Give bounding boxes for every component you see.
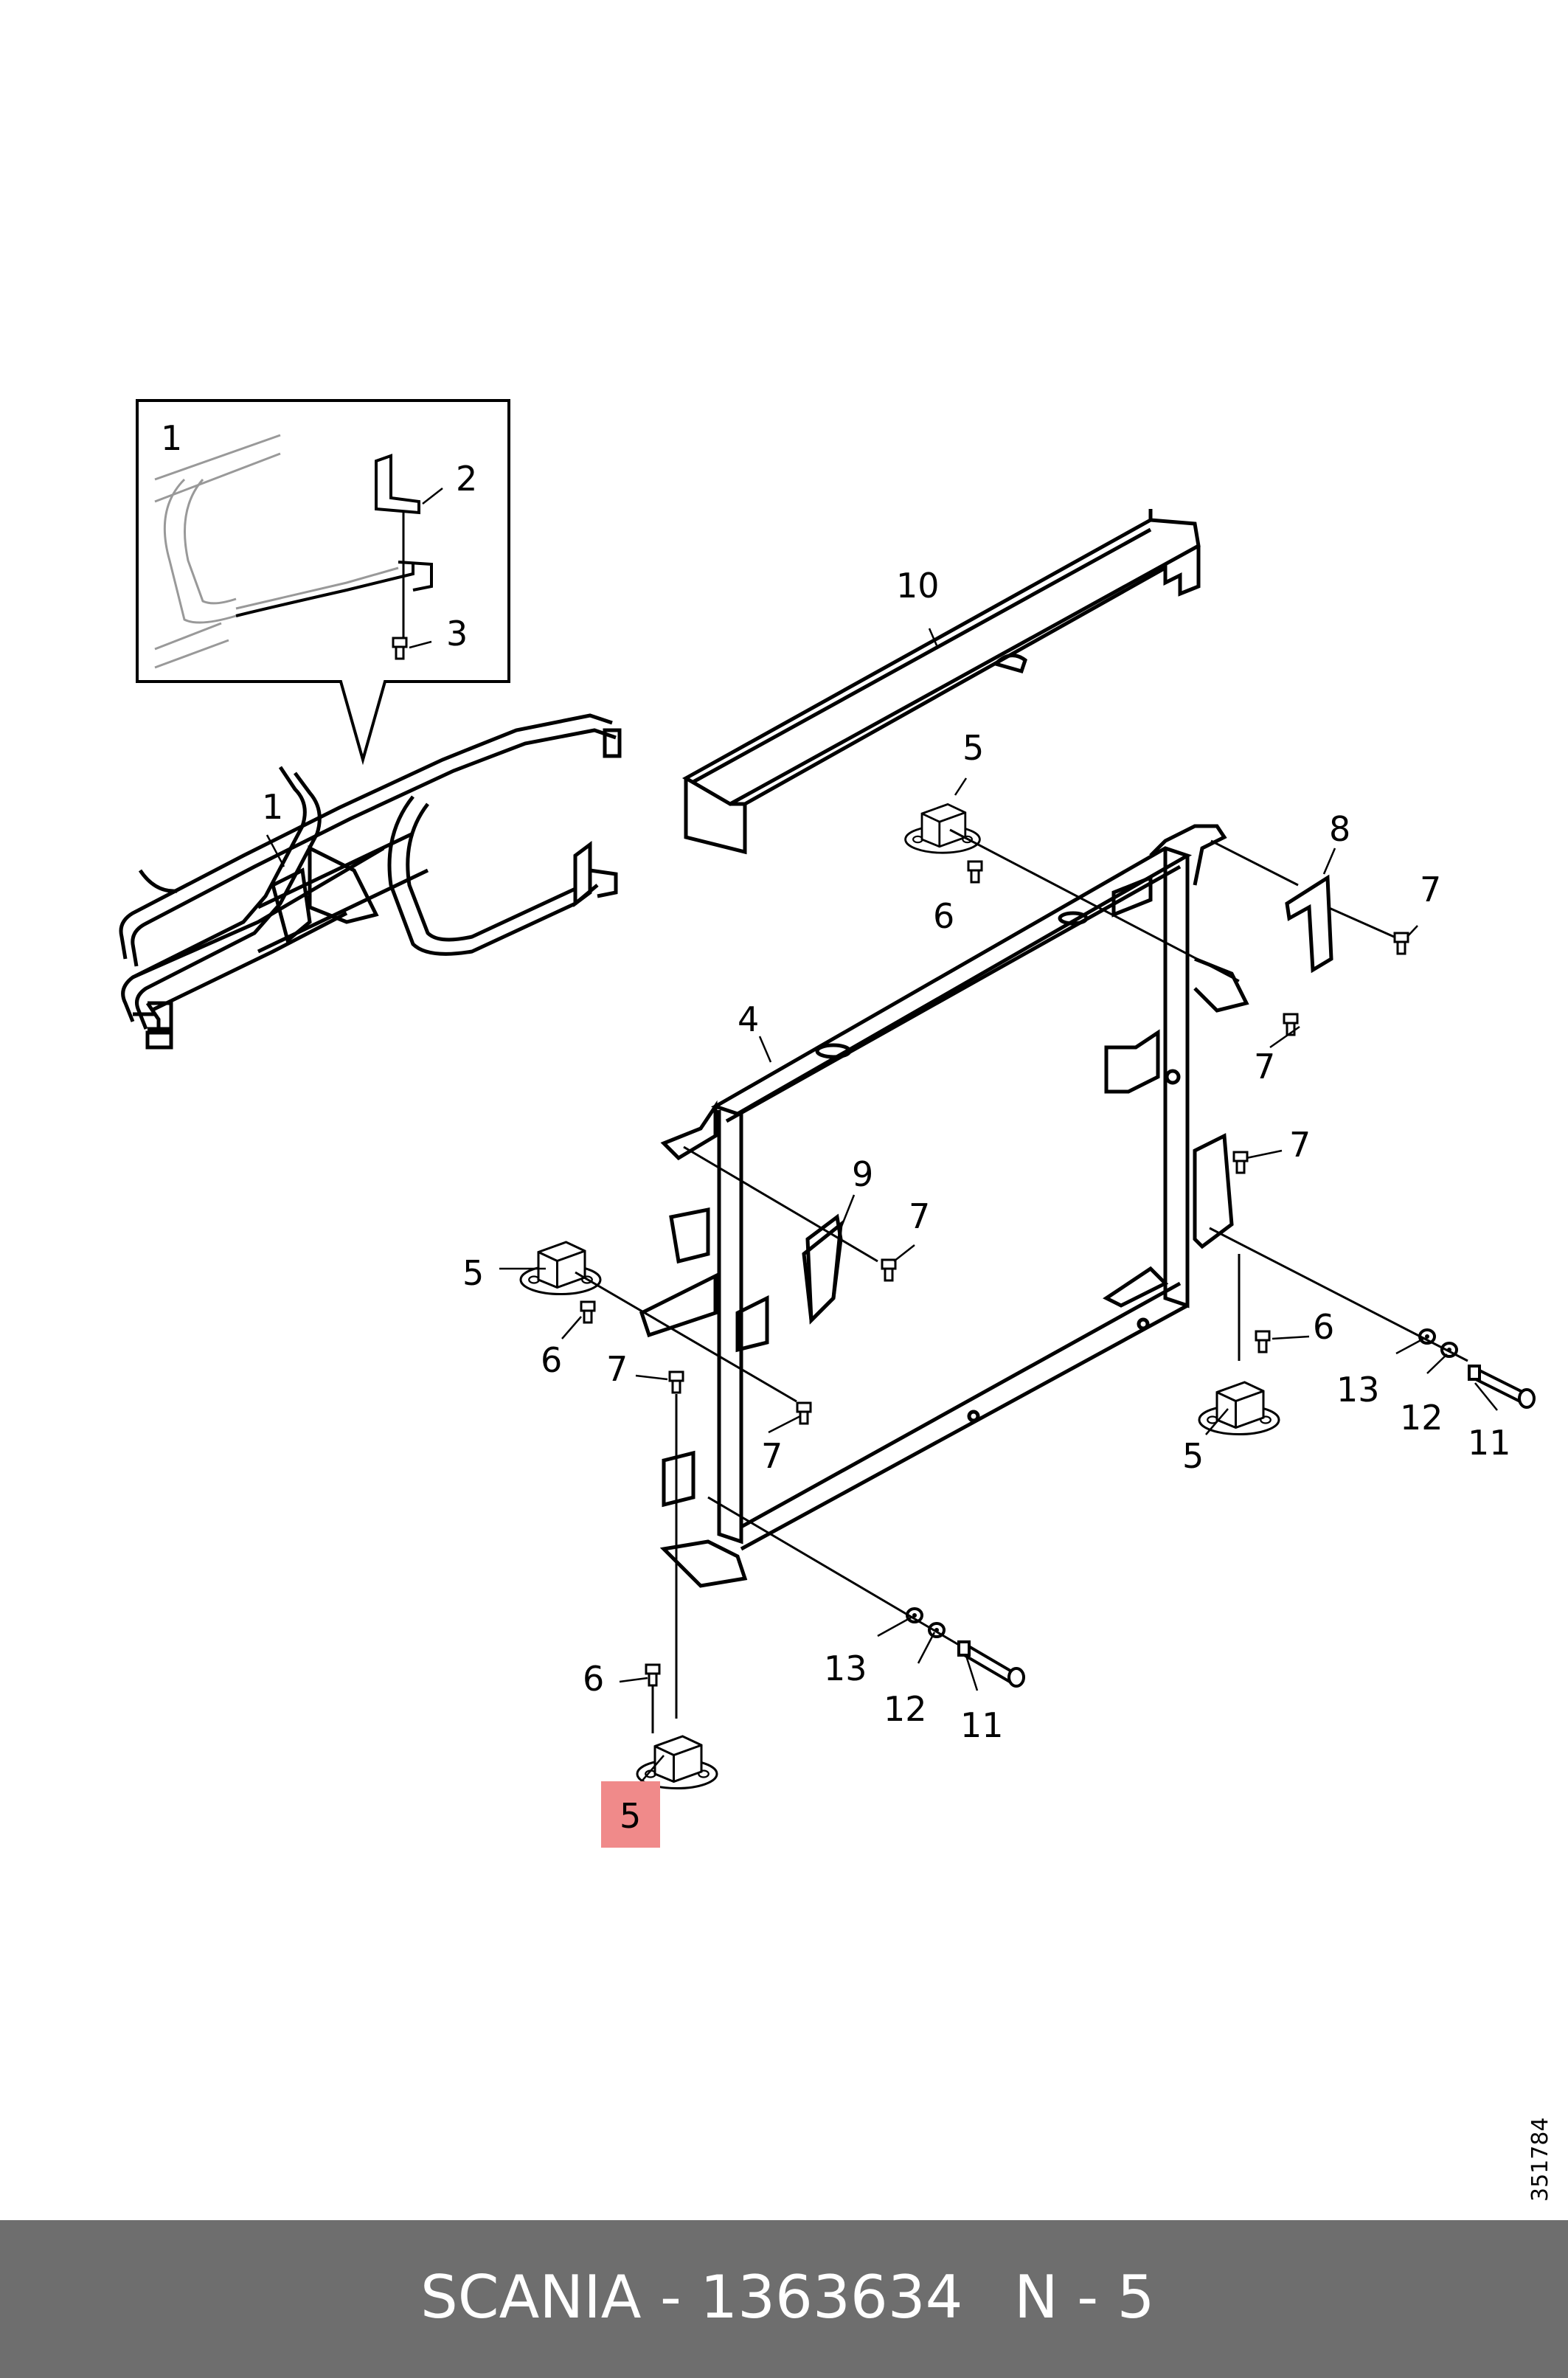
label-inset-1: 1 (161, 418, 182, 458)
label-beam-10: 10 (896, 566, 940, 606)
radiator-frame-4 (639, 824, 1249, 1588)
label-washer-12-right: 12 (1400, 1398, 1443, 1438)
label-mount-5-left: 5 (462, 1253, 484, 1293)
bolt-6-left (580, 1300, 596, 1324)
bolt-6-top (967, 860, 983, 884)
label-bolt-7-b: 7 (1254, 1047, 1275, 1086)
label-mount-5-right: 5 (1182, 1436, 1204, 1476)
position-code: N - 5 (1014, 2263, 1155, 2332)
beam-10 (681, 509, 1201, 855)
bracket-8 (1285, 874, 1333, 974)
label-bracket-9: 9 (852, 1154, 873, 1194)
label-inset-3: 3 (446, 614, 468, 654)
inset-box (136, 399, 510, 766)
bracket-9 (805, 1213, 843, 1325)
label-bolt-6-right: 6 (1313, 1307, 1334, 1347)
label-washer-13-bottom: 13 (824, 1649, 867, 1688)
bolt-7-f (796, 1401, 812, 1425)
label-bolt-11-bottom: 11 (960, 1705, 1004, 1745)
parts-diagram: 1 2 3 1 10 5 6 8 7 4 7 7 9 7 5 6 7 7 6 1… (119, 399, 1553, 2202)
label-bolt-6-left: 6 (541, 1340, 562, 1380)
bolt-7-e (668, 1370, 684, 1394)
label-bolt-7-f: 7 (761, 1436, 783, 1476)
label-washer-13-right: 13 (1336, 1370, 1380, 1410)
label-bolt-11-right: 11 (1468, 1423, 1511, 1463)
bolt-group (580, 860, 1409, 1687)
footer-bar: SCANIA - 1363634 N - 5 (0, 2220, 1568, 2378)
callout-labels: 1 2 3 1 10 5 6 8 7 4 7 7 9 7 5 6 7 7 6 1… (161, 418, 1553, 2202)
label-frame-1: 1 (262, 787, 283, 827)
label-inset-2: 2 (456, 459, 477, 499)
leader-lines (575, 828, 1468, 1733)
bolt-7-d (881, 1258, 897, 1282)
label-bolt-6-top: 6 (933, 896, 954, 936)
frame-assembly-1 (119, 713, 622, 1050)
mount-5-top (904, 803, 981, 854)
long-bolt-11-bottom (957, 1640, 1025, 1688)
label-bracket-8: 8 (1329, 809, 1350, 849)
label-bolt-7-e: 7 (606, 1349, 628, 1389)
highlight-box-5 (601, 1781, 660, 1848)
drawing-number: 351784 (1527, 2117, 1553, 2202)
bolt-6-right (1255, 1330, 1271, 1353)
label-bolt-7-c: 7 (1289, 1125, 1311, 1165)
bolt-7-a (1393, 932, 1409, 955)
mount-5-bottom (636, 1735, 718, 1789)
label-bolt-7-d: 7 (909, 1196, 930, 1236)
mount-5-right (1198, 1381, 1280, 1435)
brand-part-number: SCANIA - 1363634 (420, 2263, 963, 2332)
label-washer-12-bottom: 12 (884, 1689, 927, 1729)
bolt-7-b (1283, 1013, 1299, 1036)
bolt-6-bottom (645, 1663, 661, 1687)
bolt-7-c (1232, 1151, 1249, 1174)
label-mount-5-top: 5 (962, 728, 984, 768)
callout-lines (266, 488, 1498, 1782)
label-bolt-6-bottom: 6 (583, 1659, 604, 1699)
label-bolt-7-a: 7 (1420, 870, 1441, 909)
long-bolt-11-right (1468, 1365, 1536, 1409)
label-highlight-5: 5 (620, 1796, 641, 1836)
label-rad-frame-4: 4 (738, 999, 759, 1039)
